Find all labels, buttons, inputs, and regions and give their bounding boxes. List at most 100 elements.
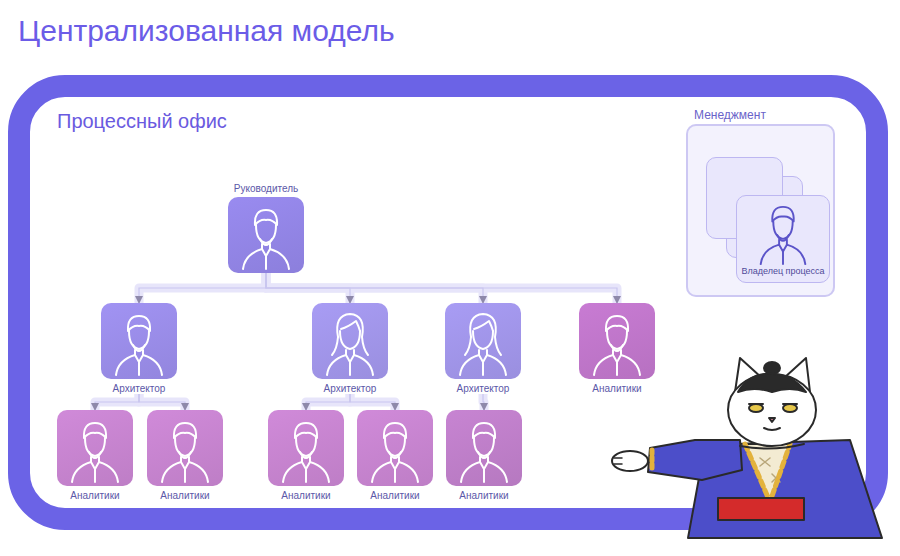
person-stroke [606, 316, 628, 331]
person-stroke [265, 256, 267, 269]
person-box: Аналитики [268, 410, 344, 501]
node-label: Аналитики [459, 490, 508, 501]
connector [483, 394, 484, 410]
person-stroke [480, 457, 488, 462]
kimono-collar [745, 444, 790, 502]
person-stroke [255, 210, 277, 225]
person-box: Аналитики [579, 303, 655, 394]
node-label: Архитектор [113, 383, 166, 394]
person-icon [147, 410, 223, 486]
frame-box: Владелец процессаМенеджментРуководительА… [8, 75, 888, 530]
person-stroke [773, 221, 792, 238]
person-stroke [340, 331, 360, 349]
connector [139, 273, 266, 303]
person-square [57, 410, 133, 486]
kimono-belt [718, 498, 804, 520]
person-box: Руководитель [228, 183, 304, 273]
person-box: Аналитики [357, 410, 433, 501]
person-icon [228, 197, 304, 273]
cat-eye [783, 404, 797, 412]
person-stroke [482, 362, 484, 375]
person-stroke [594, 355, 640, 375]
node-label: Менеджмент [694, 108, 766, 122]
person-stroke [772, 207, 793, 222]
connector-band [266, 273, 617, 303]
node-label: Процессный офис [57, 110, 227, 133]
connector-band [95, 394, 139, 410]
person-stroke [243, 249, 289, 269]
cat-mouth [764, 428, 780, 430]
person-stroke [295, 423, 317, 438]
head-patch [738, 374, 806, 392]
person-stroke [116, 355, 162, 375]
person-stroke [613, 350, 621, 355]
node-label: Владелец процесса [741, 266, 824, 276]
person-icon [312, 303, 388, 379]
person-box: Аналитики [446, 410, 522, 501]
person-square [445, 303, 521, 379]
owner-icon [753, 202, 813, 266]
connector-band [139, 394, 185, 410]
person-stroke [349, 362, 351, 375]
paw-toes [614, 458, 622, 464]
mgmt-box: Владелец процессаМенеджмент [686, 124, 835, 297]
page-title: Централизованная модель [18, 14, 395, 48]
person-stroke [779, 240, 787, 245]
cat-head [728, 374, 816, 446]
node-label: Аналитики [160, 490, 209, 501]
person-stroke [474, 321, 493, 331]
person-stroke [616, 362, 618, 375]
person-stroke [175, 438, 195, 456]
person-stroke [461, 462, 507, 482]
person-stroke [162, 462, 208, 482]
person-stroke [94, 469, 96, 482]
node-label: Руководитель [234, 183, 298, 194]
person-square [312, 303, 388, 379]
person-stroke [91, 457, 99, 462]
person-stroke [391, 457, 399, 462]
person-stroke [470, 314, 501, 355]
person-square [268, 410, 344, 486]
node-label: Архитектор [324, 383, 377, 394]
person-stroke [138, 362, 140, 375]
person-stroke [346, 350, 354, 355]
person-stroke [341, 321, 360, 331]
cat-eye [749, 404, 763, 412]
person-stroke [302, 457, 310, 462]
person-icon [101, 303, 177, 379]
person-stroke [184, 469, 186, 482]
person-stroke [129, 331, 149, 349]
person-stroke [72, 462, 118, 482]
person-stroke [305, 469, 307, 482]
person-stroke [327, 355, 373, 375]
person-stroke [607, 331, 627, 349]
connector-band [350, 394, 395, 410]
person-stroke [474, 438, 494, 456]
person-stroke [483, 469, 485, 482]
cat-nose [769, 418, 775, 422]
person-stroke [465, 337, 471, 355]
cat-chin [740, 444, 804, 449]
person-stroke [84, 423, 106, 438]
person-stroke [85, 438, 105, 456]
connector [350, 394, 395, 410]
person-box: Аналитики [57, 410, 133, 501]
kimono-trim [745, 444, 790, 502]
person-icon [445, 303, 521, 379]
person-icon [579, 303, 655, 379]
cat-topknot [764, 362, 780, 374]
person-icon [446, 410, 522, 486]
person-stroke [385, 438, 405, 456]
person-square [101, 303, 177, 379]
connector-band [139, 273, 266, 303]
node-label: Аналитики [70, 490, 119, 501]
person-square [147, 410, 223, 486]
person-stroke [256, 225, 276, 243]
person-stroke [181, 457, 189, 462]
node-label: Аналитики [281, 490, 330, 501]
person-stroke [283, 462, 329, 482]
person-stroke [174, 423, 196, 438]
connector [139, 394, 185, 410]
